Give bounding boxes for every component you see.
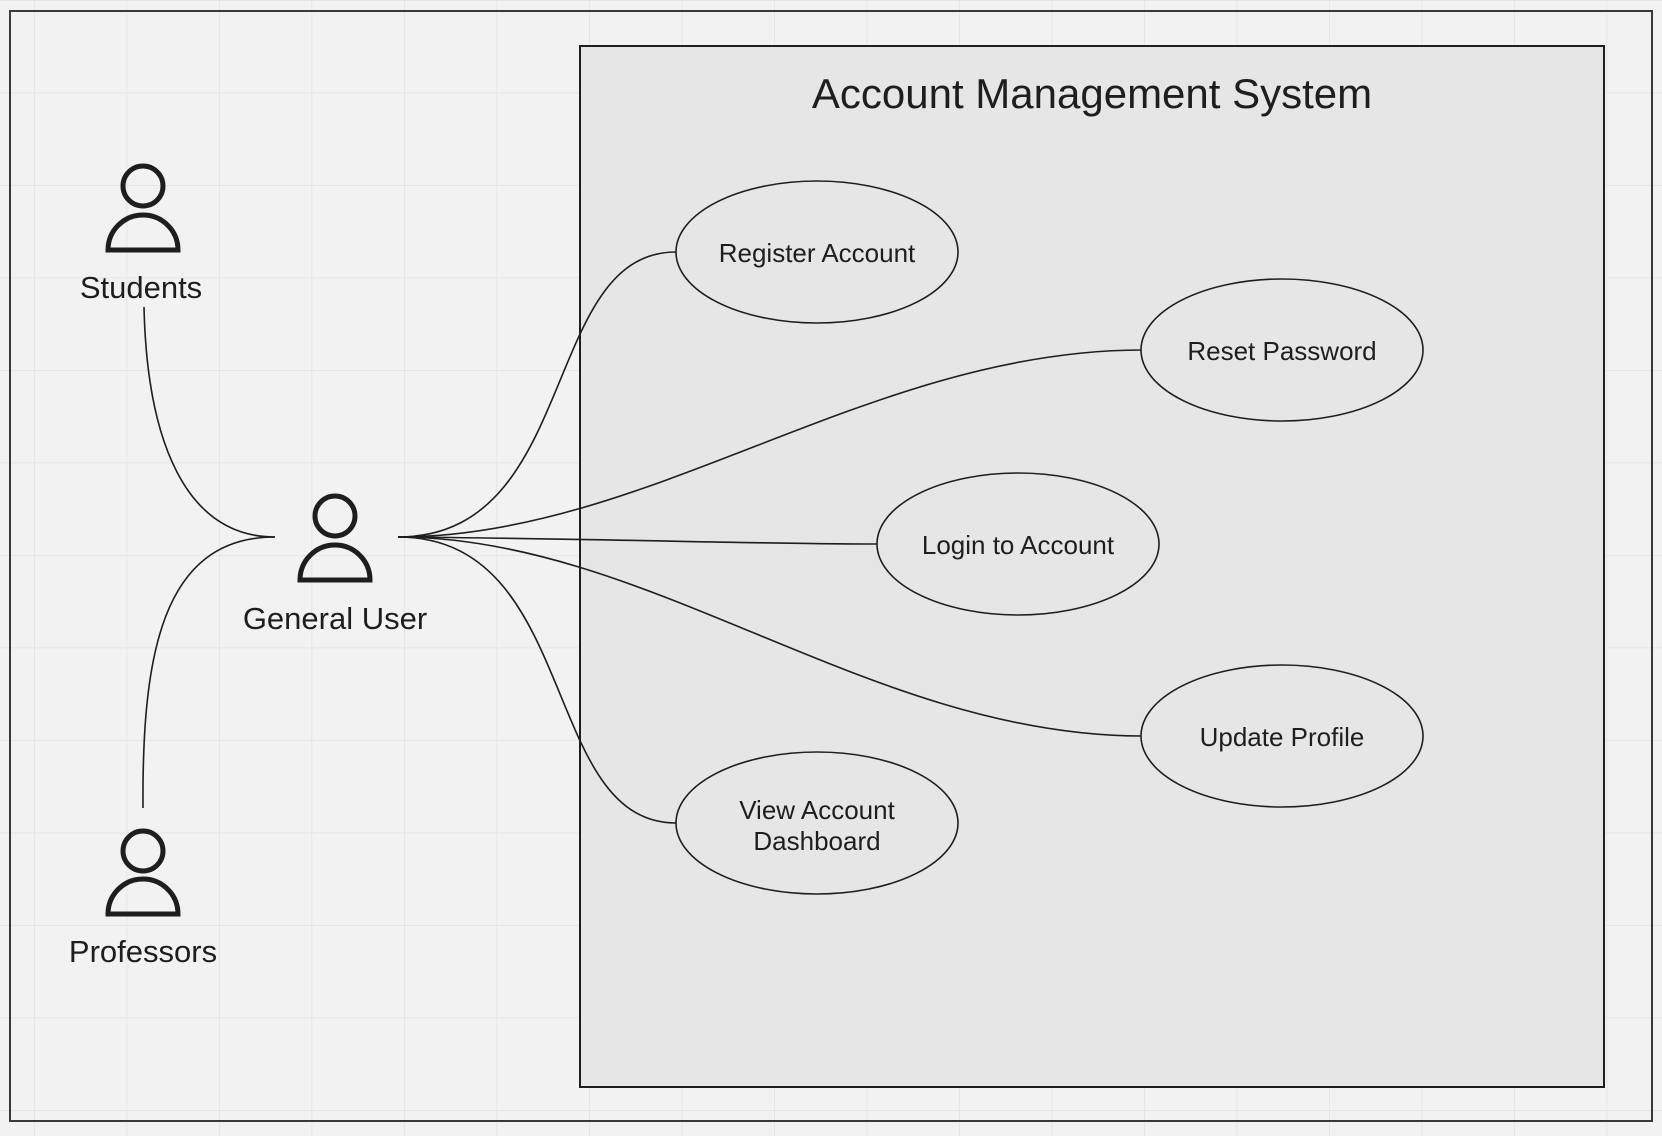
person-icon bbox=[105, 828, 181, 917]
usecase-ellipse bbox=[876, 472, 1160, 616]
actor-label: General User bbox=[243, 601, 427, 636]
assoc-update-line bbox=[397, 536, 1143, 737]
assoc-reset-line bbox=[397, 349, 1143, 538]
person-icon bbox=[297, 493, 373, 583]
usecase-label: Register Account bbox=[719, 238, 916, 268]
actor-label: Students bbox=[80, 270, 202, 305]
students-to-general-user-line bbox=[143, 306, 276, 538]
assoc-view-dashboard-line bbox=[397, 536, 677, 824]
usecase-ellipse bbox=[675, 180, 959, 324]
usecase-label-line2: Dashboard bbox=[753, 826, 880, 856]
actor-professors[interactable]: Professors bbox=[69, 828, 217, 969]
professors-to-general-user-line bbox=[142, 536, 276, 809]
usecase-ellipse bbox=[1140, 664, 1424, 808]
system-title: Account Management System bbox=[812, 70, 1372, 117]
usecase-login-to-account[interactable]: Login to Account bbox=[876, 472, 1160, 616]
usecase-ellipse bbox=[1140, 278, 1424, 422]
person-icon bbox=[105, 163, 181, 253]
usecase-label: Reset Password bbox=[1187, 336, 1376, 366]
assoc-login-line bbox=[397, 536, 878, 545]
usecase-reset-password[interactable]: Reset Password bbox=[1140, 278, 1424, 422]
usecase-register-account[interactable]: Register Account bbox=[675, 180, 959, 324]
assoc-register-line bbox=[397, 251, 677, 538]
actor-students[interactable]: Students bbox=[80, 163, 202, 305]
diagram-frame bbox=[9, 10, 1653, 1122]
actor-general-user[interactable]: General User bbox=[243, 493, 427, 636]
usecase-update-profile[interactable]: Update Profile bbox=[1140, 664, 1424, 808]
actor-label: Professors bbox=[69, 934, 217, 969]
usecase-ellipse bbox=[675, 751, 959, 895]
usecase-label: Login to Account bbox=[922, 530, 1115, 560]
usecase-label-line1: View Account bbox=[739, 795, 895, 825]
usecase-label: Update Profile bbox=[1200, 722, 1365, 752]
usecase-view-account-dashboard[interactable]: View Account Dashboard bbox=[675, 751, 959, 895]
